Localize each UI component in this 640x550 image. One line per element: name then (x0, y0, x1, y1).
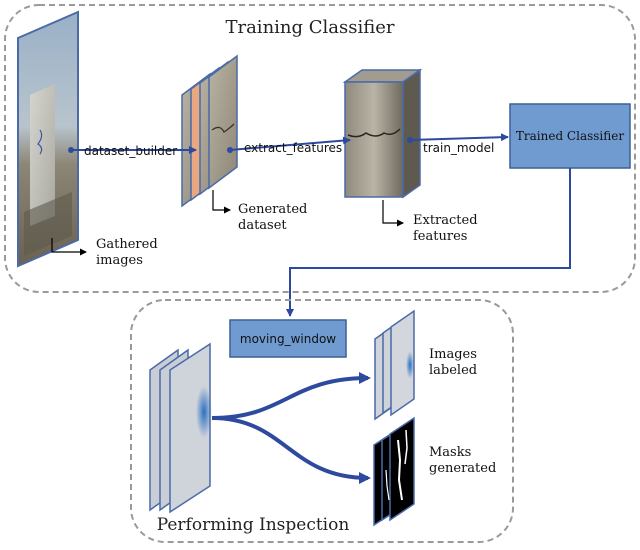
training-group-border (4, 4, 636, 293)
training-title: Training Classifier (225, 17, 394, 38)
dataset-builder-label: dataset_builder (84, 144, 177, 158)
arrow-train-model (409, 133, 509, 142)
pointer-gathered (51, 238, 87, 256)
generated-dataset-line2: dataset (238, 218, 287, 233)
extracted-features-line2: features (413, 229, 467, 244)
arrow-to-images-labeled (211, 372, 371, 420)
trained-classifier-label: Trained Classifier (516, 129, 624, 143)
generated-dataset-line1: Generated (238, 202, 307, 217)
pointer-generated (212, 190, 231, 214)
extracted-features-cube (342, 68, 423, 199)
masks-generated-line1: Masks (429, 445, 471, 460)
inspection-title: Performing Inspection (157, 515, 350, 535)
arrow-to-masks-generated (211, 416, 371, 484)
moving-window-box: moving_window (229, 319, 347, 358)
train-model-label: train_model (423, 141, 494, 155)
gathered-images-line2: images (96, 253, 143, 268)
arrow-extract-features (229, 136, 351, 151)
inspection-group-border (130, 299, 514, 543)
pointer-extracted (382, 200, 404, 227)
arrow-classifier-to-inspection (286, 168, 571, 317)
trained-classifier-box: Trained Classifier (509, 103, 631, 169)
masks-generated-stack (373, 416, 415, 527)
gathered-image (17, 10, 79, 268)
masks-generated-line2: generated (429, 461, 496, 476)
generated-dataset-stack (181, 54, 238, 208)
images-labeled-line1: Images (429, 347, 477, 362)
images-labeled-line2: labeled (429, 363, 477, 378)
images-labeled-stack (374, 309, 415, 421)
inspection-input-stack (149, 342, 212, 514)
gathered-images-line1: Gathered (96, 237, 158, 252)
extract-features-label: extract_features (244, 141, 342, 155)
extracted-features-line1: Extracted (413, 213, 478, 228)
moving-window-label: moving_window (240, 332, 336, 346)
